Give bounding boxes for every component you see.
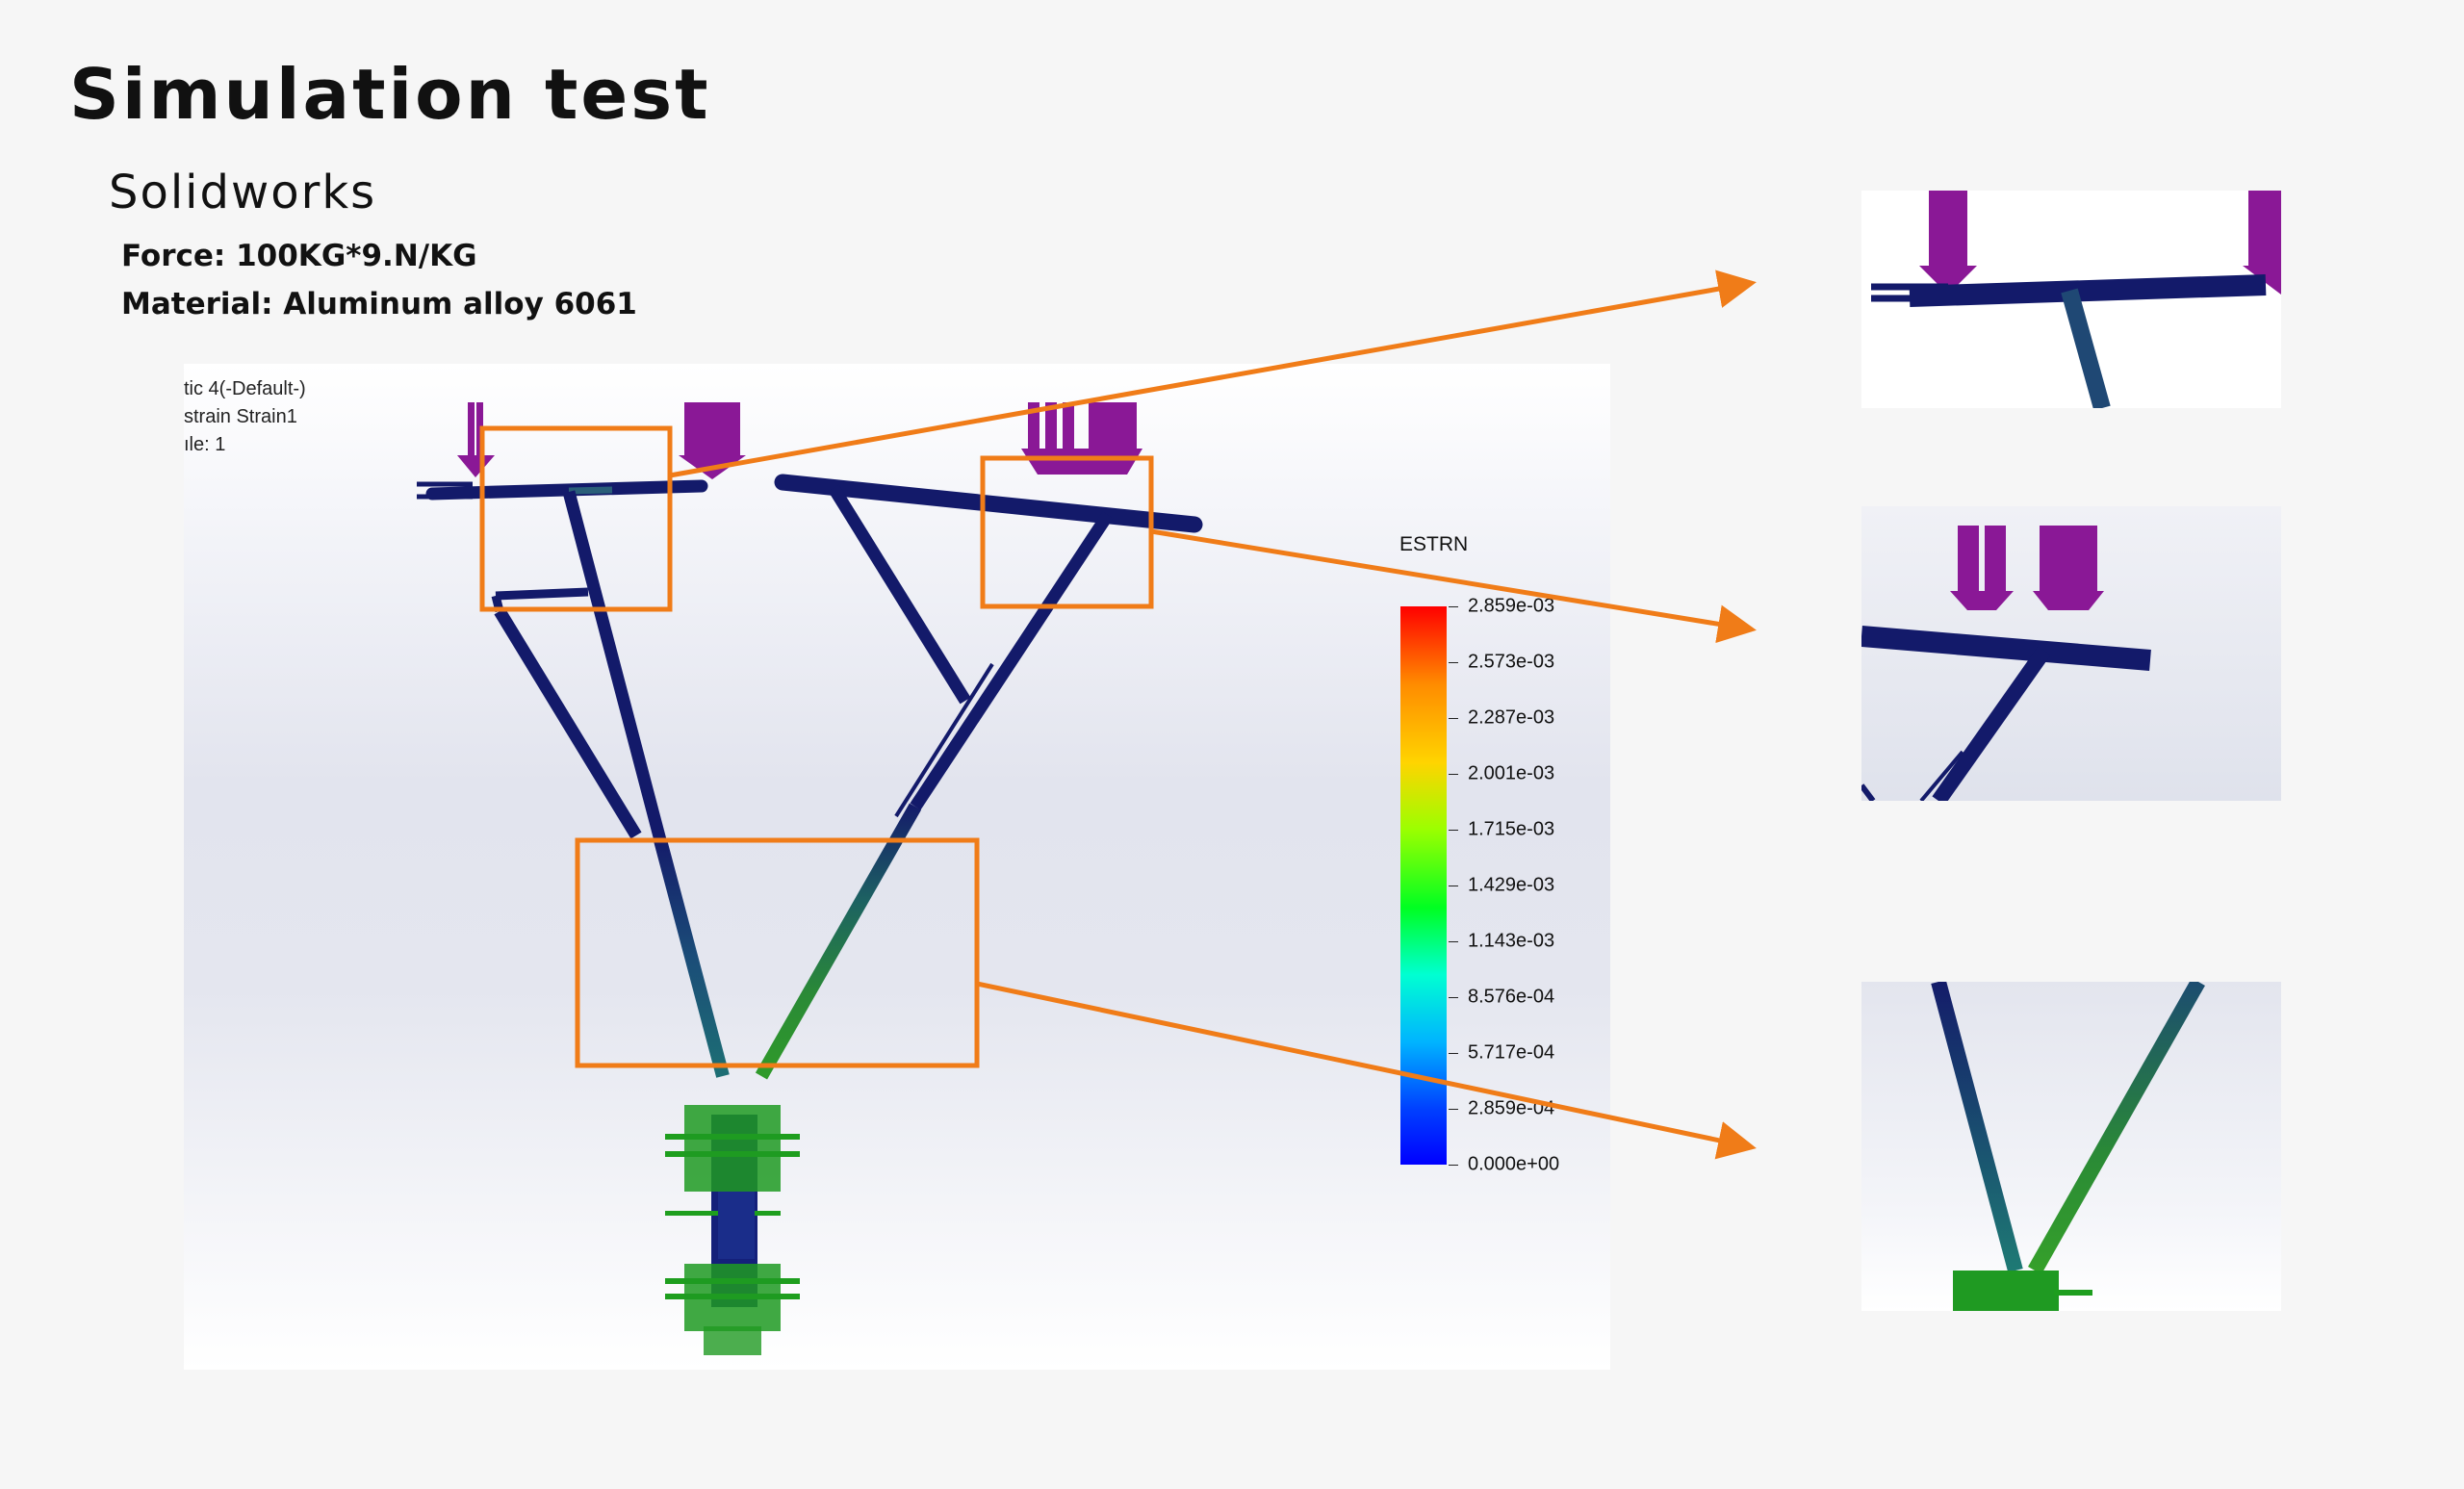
simulation-info-line: ıle: 1: [184, 434, 226, 455]
fixture-mount: [665, 1105, 800, 1355]
page-subtitle: Solidworks: [109, 166, 377, 219]
legend-tick: [1449, 718, 1458, 719]
legend-label: 2.859e-03: [1468, 595, 1555, 617]
legend-tick: [1449, 662, 1458, 663]
legend-tick: [1449, 997, 1458, 998]
legend-label: 1.143e-03: [1468, 930, 1555, 952]
legend-title: ESTRN: [1399, 533, 1469, 555]
legend-label: 2.001e-03: [1468, 762, 1555, 784]
legend-tick: [1449, 1109, 1458, 1110]
frame-model: [417, 402, 1203, 1355]
top-left-beam: [417, 479, 708, 501]
simulation-info: tic 4(-Default-) strain Strain1 ıle: 1: [184, 375, 306, 459]
legend-label: 1.429e-03: [1468, 874, 1555, 896]
legend-tick: [1449, 606, 1458, 607]
simulation-info-line: strain Strain1: [184, 406, 297, 427]
simulation-info-line: tic 4(-Default-): [184, 378, 306, 399]
page-title: Simulation test: [69, 54, 711, 135]
legend-label: 2.573e-03: [1468, 651, 1555, 673]
legend-label: 1.715e-03: [1468, 818, 1555, 840]
zoom-panel-bottom: [1861, 982, 2281, 1311]
legend-label: 8.576e-04: [1468, 986, 1555, 1008]
simulation-viewport: tic 4(-Default-) strain Strain1 ıle: 1: [184, 364, 1610, 1370]
legend-tick: [1449, 774, 1458, 775]
frame-struts: [491, 484, 1114, 1080]
legend-label: 2.859e-04: [1468, 1097, 1555, 1119]
legend-tick: [1449, 941, 1458, 942]
material-spec: Material: Aluminum alloy 6061: [121, 287, 637, 321]
legend-label: 2.287e-03: [1468, 706, 1555, 729]
zoom-panel-top-right: [1861, 506, 2281, 801]
zoom-panel-top-left: [1861, 191, 2281, 408]
legend-tick: [1449, 1053, 1458, 1054]
legend-label: 0.000e+00: [1468, 1153, 1560, 1175]
color-scale-bar: [1400, 606, 1447, 1165]
legend-label: 5.717e-04: [1468, 1041, 1555, 1064]
force-spec: Force: 100KG*9.N/KG: [121, 239, 477, 273]
legend-tick: [1449, 1165, 1458, 1166]
force-arrows: [457, 402, 1142, 479]
legend-tick: [1449, 830, 1458, 831]
